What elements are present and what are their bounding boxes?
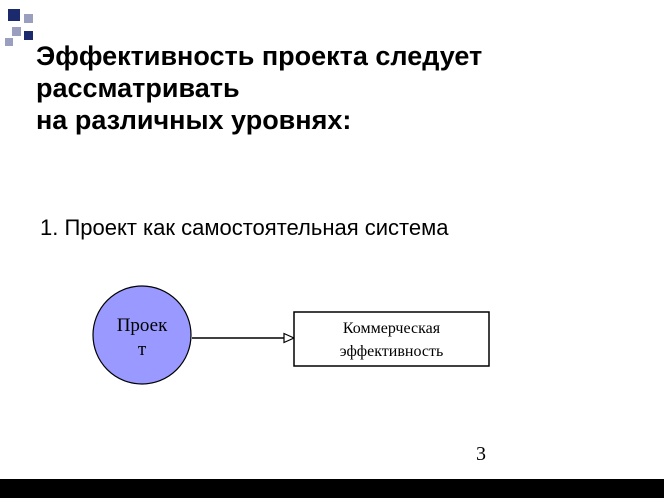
project-node-label-line-2: т — [138, 339, 147, 360]
decorative-square — [24, 31, 33, 40]
title-line-1: Эффективность проекта следует — [36, 41, 483, 71]
title-line-2: рассматривать — [36, 73, 240, 103]
decorative-square — [12, 27, 21, 36]
box-label-line-1: Коммерческая — [343, 320, 441, 337]
project-node-label-line-1: Проек — [117, 315, 168, 336]
list-item-1: 1. Проект как самостоятельная система — [40, 215, 449, 240]
arrow-head-icon — [283, 332, 296, 344]
project-node-circle — [92, 285, 192, 385]
slide-title: Эффективность проекта следует рассматрив… — [36, 40, 636, 136]
commercial-efficiency-box — [293, 311, 490, 367]
decorative-square — [5, 38, 13, 46]
decorative-square — [24, 14, 33, 23]
page-number: 3 — [476, 443, 486, 465]
box-label-line-2: эффективность — [340, 343, 444, 360]
bottom-bar — [0, 479, 664, 498]
title-line-3: на различных уровнях: — [36, 105, 352, 135]
decorative-square — [8, 9, 20, 21]
